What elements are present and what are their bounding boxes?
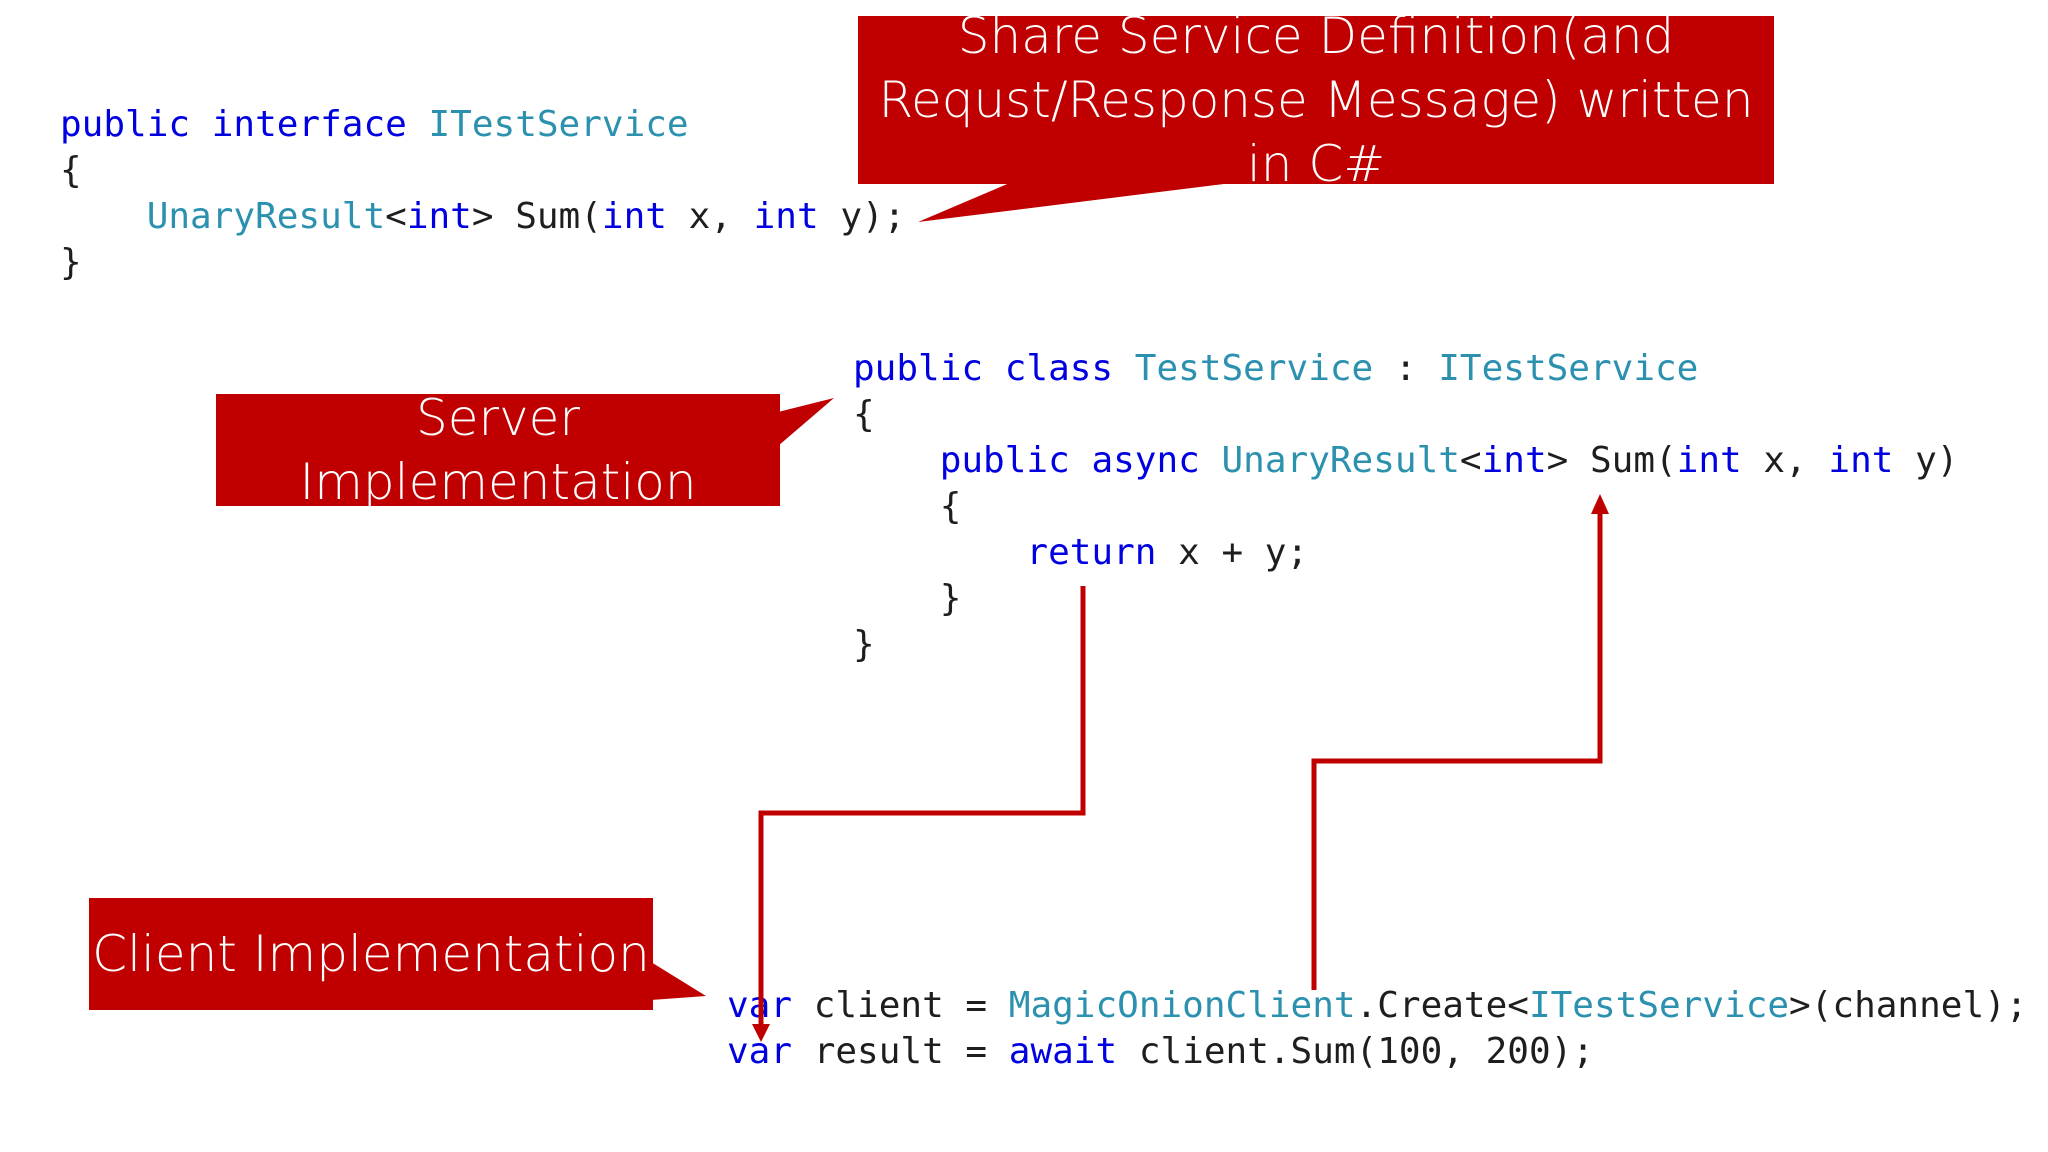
client-implementation-label: Client Implementation (92, 925, 650, 983)
code-line: { (853, 394, 875, 435)
server-implementation-callout: Server Implementation (216, 389, 780, 511)
code-line: public interface ITestService (60, 104, 689, 145)
call-flow-arrow (1311, 510, 1603, 990)
code-line: UnaryResult<int> Sum(int x, int y); (146, 196, 906, 237)
code-line: return x + y; (1026, 532, 1309, 573)
interface-code-block: public interface ITestService { UnaryRes… (60, 102, 905, 286)
code-line: var client = MagicOnionClient.Create<ITe… (727, 985, 2028, 1026)
client-callout-pointer (651, 962, 706, 1000)
code-line: { (60, 150, 82, 191)
return-flow-arrowhead (752, 1024, 770, 1042)
code-line: var result = await client.Sum(100, 200); (727, 1031, 1594, 1072)
server-code-block: public class TestService : ITestService … (853, 346, 1958, 668)
server-implementation-label: Server Implementation (299, 389, 697, 511)
code-line: } (853, 624, 875, 665)
return-flow-arrow (758, 586, 1086, 1032)
share-callout-pointer (918, 182, 1240, 222)
code-line: { (939, 486, 962, 527)
client-implementation-callout: Client Implementation (89, 898, 653, 1010)
client-code-block: var client = MagicOnionClient.Create<ITe… (727, 983, 2027, 1075)
server-callout-pointer (778, 398, 834, 446)
code-line: public class TestService : ITestService (853, 348, 1699, 389)
share-definition-line2: Requst/Response Message) written in C# (878, 71, 1754, 193)
call-flow-arrowhead (1591, 494, 1609, 514)
code-line: public async UnaryResult<int> Sum(int x,… (939, 440, 1959, 481)
share-definition-line1: Share Service Definition(and (957, 7, 1675, 65)
code-line: } (60, 242, 82, 283)
code-line: } (939, 578, 962, 619)
share-definition-callout: Share Service Definition(and Requst/Resp… (858, 7, 1774, 193)
